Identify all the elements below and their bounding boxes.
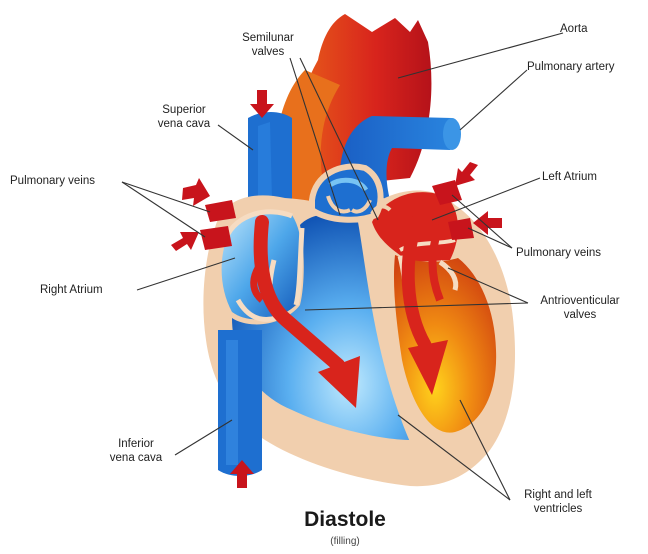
label-ventricles: Right and left ventricles [508, 488, 608, 516]
pulmonary-outflow [312, 167, 381, 220]
label-pulmonary-veins-left: Pulmonary veins [10, 174, 95, 188]
label-semilunar-valves: Semilunar valves [228, 31, 308, 59]
label-pulmonary-artery: Pulmonary artery [527, 60, 615, 74]
label-left-atrium: Left Atrium [542, 170, 597, 184]
label-pulmonary-veins-right: Pulmonary veins [516, 246, 601, 260]
diagram-subtitle: (filling) [300, 536, 390, 547]
diagram-title: Diastole [270, 508, 420, 532]
label-aorta: Aorta [560, 22, 588, 36]
label-right-atrium: Right Atrium [40, 283, 103, 297]
superior-vena-cava-vessel [248, 112, 292, 205]
label-av-valves: Antrioventicular valves [530, 294, 630, 322]
label-inferior-vena-cava: Inferior vena cava [96, 437, 176, 465]
inferior-vena-cava-vessel [218, 330, 262, 476]
label-superior-vena-cava: Superior vena cava [142, 103, 226, 131]
